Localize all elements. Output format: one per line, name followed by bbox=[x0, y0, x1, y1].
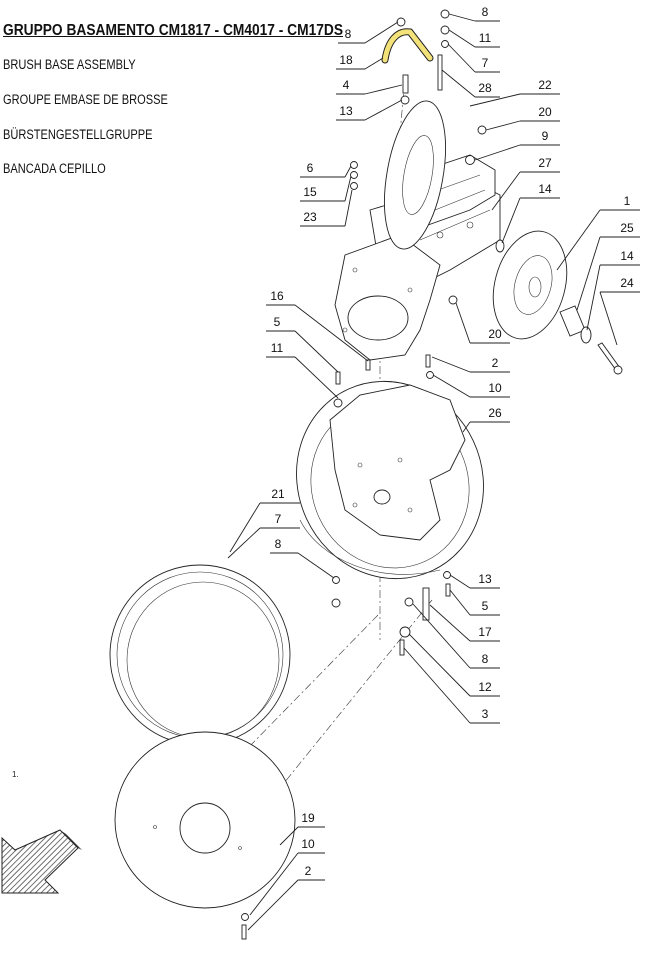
brush-disc bbox=[114, 731, 296, 909]
callout-number: 17 bbox=[478, 625, 492, 639]
callout-number: 28 bbox=[478, 81, 492, 95]
callout-leader-line bbox=[297, 552, 335, 579]
callout-leader-line bbox=[364, 57, 384, 70]
callout-leader-line bbox=[441, 69, 476, 98]
callout-leader-line bbox=[586, 264, 601, 331]
callout-number: 8 bbox=[345, 27, 352, 41]
callout-number: 7 bbox=[482, 56, 489, 70]
callout-number: 3 bbox=[482, 707, 489, 721]
callout-leader-line bbox=[344, 165, 352, 178]
callout-leader-line bbox=[491, 171, 521, 211]
callout-leader-line bbox=[448, 13, 476, 22]
callout-number: 18 bbox=[339, 53, 353, 67]
callout-leader-line bbox=[412, 603, 471, 669]
callout-number: 16 bbox=[270, 289, 284, 303]
callout-number: 9 bbox=[542, 129, 549, 143]
brush-housing bbox=[296, 380, 484, 580]
callout-leader-line bbox=[294, 304, 369, 362]
callout-number: 8 bbox=[482, 652, 489, 666]
callout-number: 2 bbox=[305, 864, 312, 878]
callout-leader-line bbox=[432, 374, 471, 398]
hatched-arrow-icon bbox=[1, 829, 82, 894]
callout-number: 14 bbox=[538, 182, 552, 196]
callout-leader-line bbox=[485, 120, 521, 131]
callout-leader-line bbox=[364, 99, 403, 121]
callout-number: 23 bbox=[303, 210, 317, 224]
callout-leader-line bbox=[447, 43, 476, 73]
callout-number: 1 bbox=[624, 194, 631, 208]
subtitle-es: BANCADA CEPILLO bbox=[3, 161, 106, 176]
callout-number: 8 bbox=[482, 5, 489, 19]
callout-number: 22 bbox=[538, 78, 552, 92]
callout-leader-line bbox=[344, 175, 352, 202]
callout-leader-line bbox=[247, 879, 299, 931]
bumper-ring bbox=[109, 564, 291, 746]
subtitle-de: BÜRSTENGESTELLGRUPPE bbox=[3, 127, 153, 142]
callout-leader-line bbox=[431, 356, 471, 373]
callout-number: 20 bbox=[538, 105, 552, 119]
callout-number: 2 bbox=[492, 356, 499, 370]
callout-leader-line bbox=[229, 502, 261, 553]
callout-leader-line bbox=[249, 852, 299, 916]
transport-wheel bbox=[492, 230, 623, 375]
fasteners bbox=[241, 9, 487, 940]
motor-base-plate bbox=[334, 234, 441, 361]
callout-leader-line bbox=[462, 421, 471, 433]
callout-number: 6 bbox=[307, 161, 314, 175]
callout-number: 25 bbox=[620, 221, 634, 235]
pulley-disc bbox=[384, 100, 446, 250]
callout-number: 14 bbox=[620, 249, 634, 263]
callout-number: 24 bbox=[620, 276, 634, 290]
subtitle-en: BRUSH BASE ASSEMBLY bbox=[3, 57, 136, 72]
callout-leader-line bbox=[294, 330, 339, 373]
callout-number: 10 bbox=[488, 381, 502, 395]
callout-leader-line bbox=[455, 302, 471, 344]
callout-leader-line bbox=[501, 197, 521, 244]
callout-leader-line bbox=[227, 527, 261, 559]
callout-number: 5 bbox=[482, 599, 489, 613]
callout-leader-line bbox=[469, 93, 521, 107]
callout-number: 13 bbox=[478, 572, 492, 586]
callout-number: 26 bbox=[488, 406, 502, 420]
callout-leader-line bbox=[408, 633, 471, 697]
callout-number: 19 bbox=[301, 811, 315, 825]
callout-number: 10 bbox=[301, 837, 315, 851]
callout-number: 8 bbox=[275, 537, 282, 551]
callout-leader-line bbox=[364, 21, 399, 44]
callout-leader-line bbox=[364, 84, 403, 95]
callout-leader-line bbox=[556, 209, 601, 271]
callout-number: 4 bbox=[343, 78, 350, 92]
callout-leader-line bbox=[599, 291, 618, 346]
callout-leader-line bbox=[576, 236, 601, 311]
callout-number: 13 bbox=[339, 104, 353, 118]
callout-leader-line bbox=[448, 29, 476, 48]
callout-leader-line bbox=[344, 189, 353, 227]
callout-leader-line bbox=[474, 144, 521, 161]
page-title: GRUPPO BASAMENTO CM1817 - CM4017 - CM17D… bbox=[3, 22, 344, 39]
callout-leader-line bbox=[279, 826, 299, 846]
callout-leader-line bbox=[449, 589, 471, 616]
callout-number: 27 bbox=[538, 156, 552, 170]
callout-leader-line bbox=[403, 647, 471, 724]
callout-number: 15 bbox=[303, 185, 317, 199]
callout-number: 12 bbox=[478, 680, 492, 694]
footnote: 1. bbox=[12, 770, 19, 779]
callout-leader-line bbox=[429, 604, 471, 642]
handle-tube bbox=[382, 29, 433, 63]
callout-leader-line bbox=[294, 356, 339, 399]
subtitle-fr: GROUPE EMBASE DE BROSSE bbox=[3, 92, 168, 107]
callout-leaders bbox=[227, 13, 640, 931]
callout-number: 11 bbox=[271, 341, 284, 355]
callout-number: 5 bbox=[274, 315, 281, 329]
callout-number: 11 bbox=[479, 31, 492, 45]
callout-leader-line bbox=[449, 574, 471, 589]
callout-number: 21 bbox=[271, 487, 285, 501]
callout-number: 7 bbox=[275, 512, 282, 526]
callout-number: 20 bbox=[488, 327, 502, 341]
